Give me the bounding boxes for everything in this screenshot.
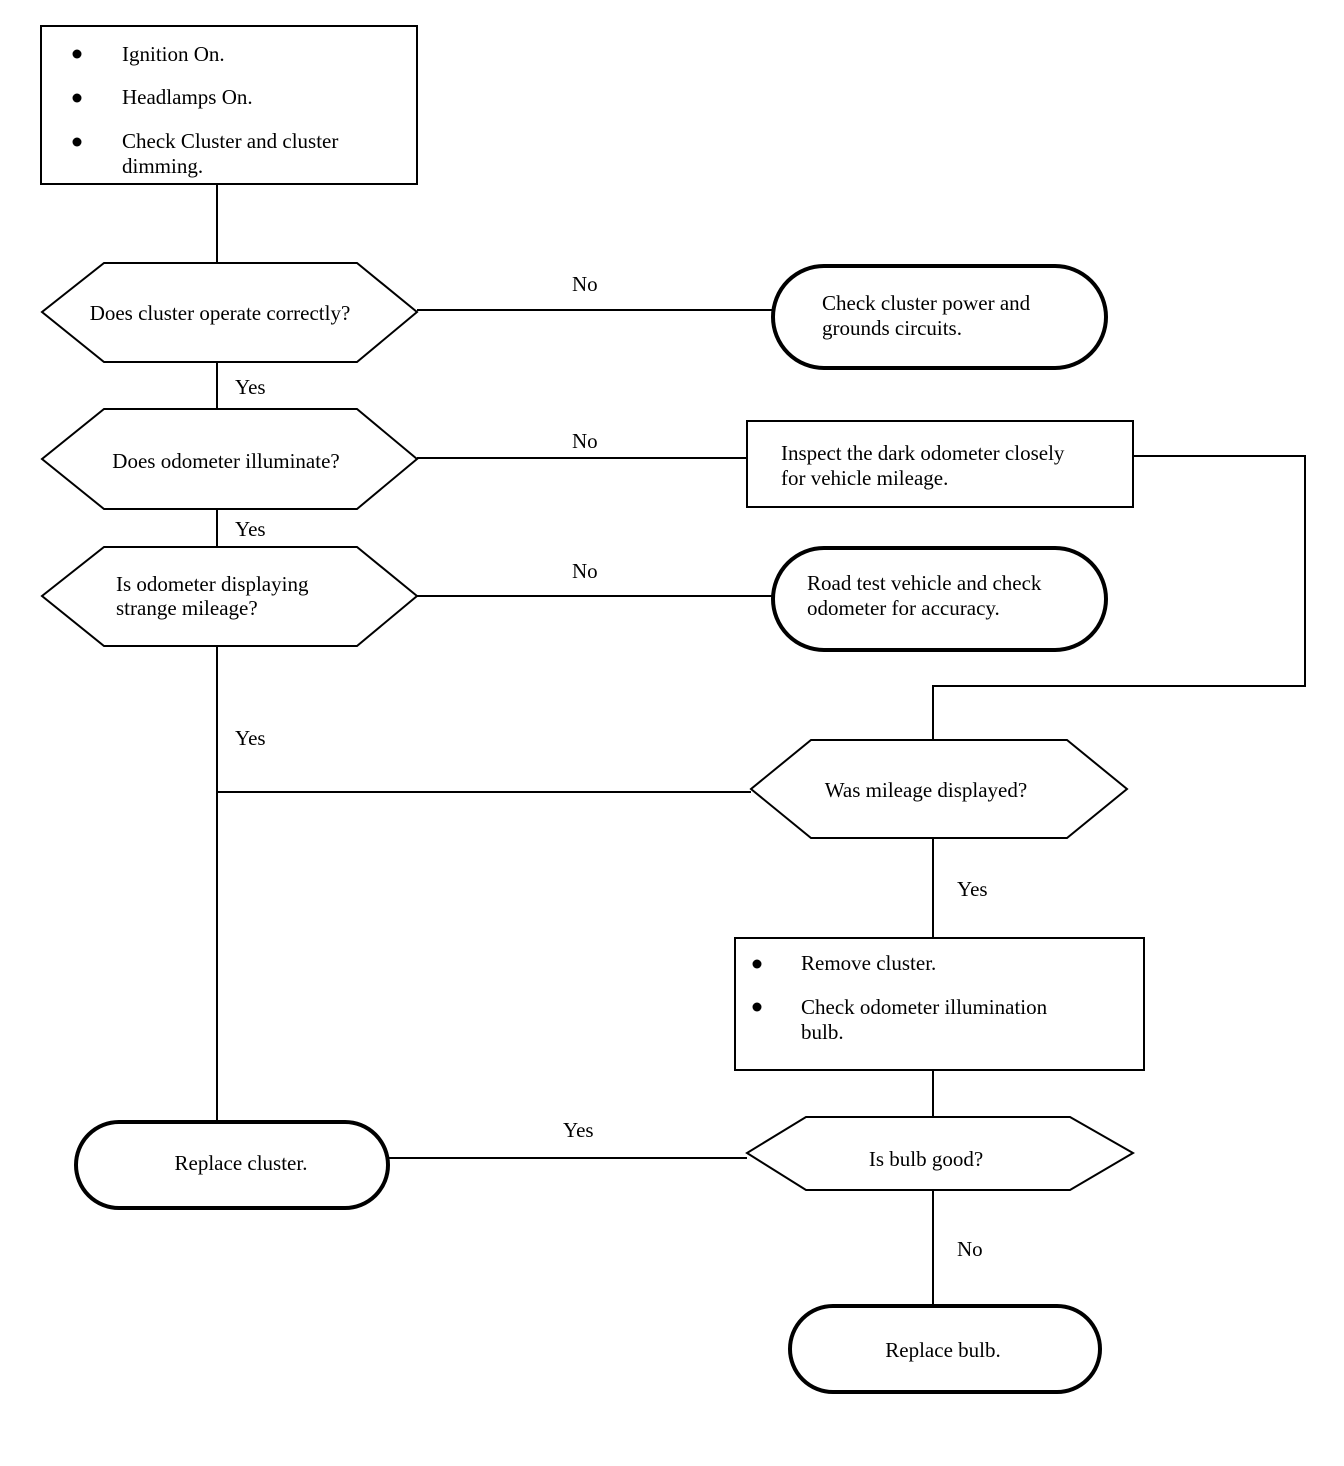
decision-text-line2: strange mileage? — [116, 596, 258, 620]
bullet-icon — [72, 93, 82, 103]
process-item-remove: Remove cluster. — [801, 951, 936, 975]
bullet-icon — [72, 137, 82, 147]
process-inspect-odometer: Inspect the dark odometer closely for ve… — [746, 420, 1134, 508]
terminal-text-line1: Check cluster power and — [822, 291, 1031, 315]
terminal-road-test: Road test vehicle and check odometer for… — [771, 546, 1108, 652]
terminal-frame — [771, 546, 1108, 652]
label-yes: Yes — [563, 1118, 594, 1142]
bullet-icon — [752, 1002, 762, 1012]
start-item-headlamps: Headlamps On. — [122, 85, 253, 109]
start-item-check-cluster: Check Cluster and cluster — [122, 129, 338, 153]
process-frame — [734, 937, 1145, 1071]
decision-hexagon — [40, 408, 419, 510]
terminal-text-line2: odometer for accuracy. — [807, 596, 1000, 620]
terminal-replace-cluster: Replace cluster. — [74, 1120, 390, 1210]
terminal-frame — [771, 264, 1108, 370]
label-no: No — [572, 429, 598, 453]
label-yes: Yes — [235, 375, 266, 399]
decision-hexagon — [745, 1116, 1135, 1191]
start-box: Ignition On. Headlamps On. Check Cluster… — [40, 25, 418, 185]
decision-text: Does cluster operate correctly? — [90, 301, 351, 325]
label-yes: Yes — [235, 726, 266, 750]
decision-strange-mileage: Is odometer displaying strange mileage? — [40, 546, 419, 647]
decision-text: Was mileage displayed? — [825, 778, 1027, 802]
decision-mileage-displayed: Was mileage displayed? — [749, 739, 1129, 839]
decision-text: Does odometer illuminate? — [112, 449, 339, 473]
terminal-check-power: Check cluster power and grounds circuits… — [771, 264, 1108, 370]
terminal-text: Replace bulb. — [885, 1338, 1000, 1362]
decision-hexagon — [40, 546, 419, 647]
process-text-line2: for vehicle mileage. — [781, 466, 948, 490]
process-item-check-bulb: Check odometer illumination — [801, 995, 1048, 1019]
decision-text: Is bulb good? — [869, 1147, 983, 1171]
terminal-text: Replace cluster. — [175, 1151, 308, 1175]
start-item-check-cluster-cont: dimming. — [122, 154, 203, 178]
terminal-text-line1: Road test vehicle and check — [807, 571, 1042, 595]
label-no: No — [572, 272, 598, 296]
bullet-icon — [752, 959, 762, 969]
process-frame — [746, 420, 1134, 508]
decision-hexagon — [749, 739, 1129, 839]
decision-hexagon — [40, 262, 419, 363]
label-yes: Yes — [235, 517, 266, 541]
process-text-line1: Inspect the dark odometer closely — [781, 441, 1065, 465]
decision-text-line1: Is odometer displaying — [116, 572, 309, 596]
start-item-ignition: Ignition On. — [122, 42, 225, 66]
bullet-icon — [72, 49, 82, 59]
process-item-check-bulb-cont: bulb. — [801, 1020, 844, 1044]
label-yes: Yes — [957, 877, 988, 901]
decision-bulb-good: Is bulb good? — [745, 1116, 1135, 1191]
label-no: No — [957, 1237, 983, 1261]
connectors — [216, 184, 1306, 1306]
terminal-frame — [74, 1120, 390, 1210]
terminal-frame — [788, 1304, 1102, 1394]
label-no: No — [572, 559, 598, 583]
terminal-replace-bulb: Replace bulb. — [788, 1304, 1102, 1394]
start-box-frame — [40, 25, 418, 185]
connector-inspect-to-d4 — [932, 455, 1306, 740]
decision-odometer-illuminate: Does odometer illuminate? — [40, 408, 419, 510]
decision-cluster-operate: Does cluster operate correctly? — [40, 262, 419, 363]
terminal-text-line2: grounds circuits. — [822, 316, 962, 340]
process-remove-cluster: Remove cluster. Check odometer illuminat… — [734, 937, 1145, 1071]
